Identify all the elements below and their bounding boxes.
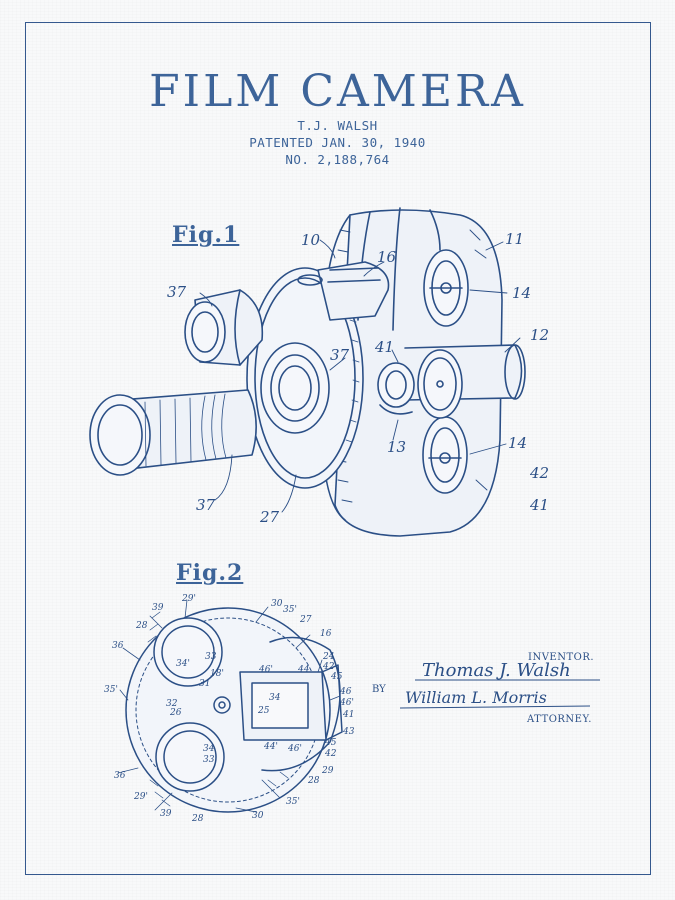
inventor-signature: Thomas J. Walsh	[422, 660, 571, 681]
svg-text:37: 37	[330, 346, 350, 364]
inventor-name: T.J. WALSH	[297, 118, 378, 133]
svg-text:33: 33	[205, 652, 217, 662]
svg-text:35': 35'	[283, 605, 297, 615]
svg-text:31: 31	[199, 679, 210, 689]
svg-text:43: 43	[342, 727, 355, 737]
svg-text:44: 44	[297, 665, 310, 675]
svg-text:32: 32	[166, 699, 178, 709]
svg-text:46': 46'	[258, 665, 273, 675]
svg-text:24: 24	[322, 652, 335, 662]
svg-text:11: 11	[505, 230, 524, 248]
svg-text:34: 34	[269, 693, 281, 703]
svg-text:29': 29'	[133, 792, 148, 802]
svg-text:29': 29'	[181, 594, 196, 604]
svg-text:33: 33	[203, 755, 215, 765]
svg-text:27: 27	[259, 508, 280, 526]
page-title: FILM CAMERA	[149, 66, 526, 117]
fig2-label: Fig.2	[176, 560, 244, 586]
svg-text:36: 36	[114, 771, 126, 781]
patent-number: NO. 2,188,764	[285, 152, 390, 167]
svg-text:12: 12	[530, 326, 549, 344]
svg-text:34: 34	[203, 744, 215, 754]
svg-text:18': 18'	[210, 669, 224, 679]
svg-text:39: 39	[160, 809, 172, 819]
svg-text:28: 28	[191, 814, 204, 824]
svg-text:37: 37	[167, 283, 187, 301]
svg-text:25: 25	[257, 706, 270, 716]
by-label: BY	[372, 684, 386, 695]
svg-text:34': 34'	[176, 659, 190, 669]
svg-text:41: 41	[374, 338, 394, 356]
svg-text:41: 41	[529, 496, 549, 514]
svg-text:45: 45	[330, 672, 343, 682]
svg-text:16: 16	[377, 248, 397, 266]
svg-text:30: 30	[271, 599, 283, 609]
svg-text:26: 26	[169, 708, 182, 718]
svg-text:29: 29	[321, 766, 334, 776]
svg-text:42: 42	[529, 464, 549, 482]
svg-text:10: 10	[301, 231, 321, 249]
svg-text:45: 45	[324, 738, 337, 748]
svg-text:46': 46'	[339, 698, 354, 708]
svg-text:39: 39	[152, 603, 164, 613]
svg-text:14: 14	[512, 284, 531, 302]
inventor-heading: INVENTOR.	[528, 652, 595, 663]
svg-text:35': 35'	[286, 797, 300, 807]
svg-text:13: 13	[387, 438, 406, 456]
svg-text:44': 44'	[263, 742, 278, 752]
svg-text:46': 46'	[287, 744, 302, 754]
svg-text:46: 46	[339, 687, 352, 697]
attorney-heading: ATTORNEY.	[527, 714, 592, 725]
svg-text:35': 35'	[104, 685, 118, 695]
attorney-signature: William L. Morris	[405, 688, 547, 707]
svg-text:41: 41	[342, 710, 354, 720]
sheet-border	[25, 22, 651, 875]
svg-text:30: 30	[252, 811, 264, 821]
svg-text:16: 16	[320, 629, 332, 639]
svg-text:14: 14	[508, 434, 527, 452]
svg-text:27: 27	[299, 615, 312, 625]
svg-text:36: 36	[112, 641, 124, 651]
fig1-label: Fig.1	[172, 222, 240, 248]
svg-text:42: 42	[322, 662, 335, 672]
svg-text:37: 37	[196, 496, 216, 514]
patent-date: PATENTED JAN. 30, 1940	[249, 135, 426, 150]
svg-text:28: 28	[135, 621, 148, 631]
svg-text:42: 42	[324, 749, 337, 759]
svg-text:28: 28	[307, 776, 320, 786]
